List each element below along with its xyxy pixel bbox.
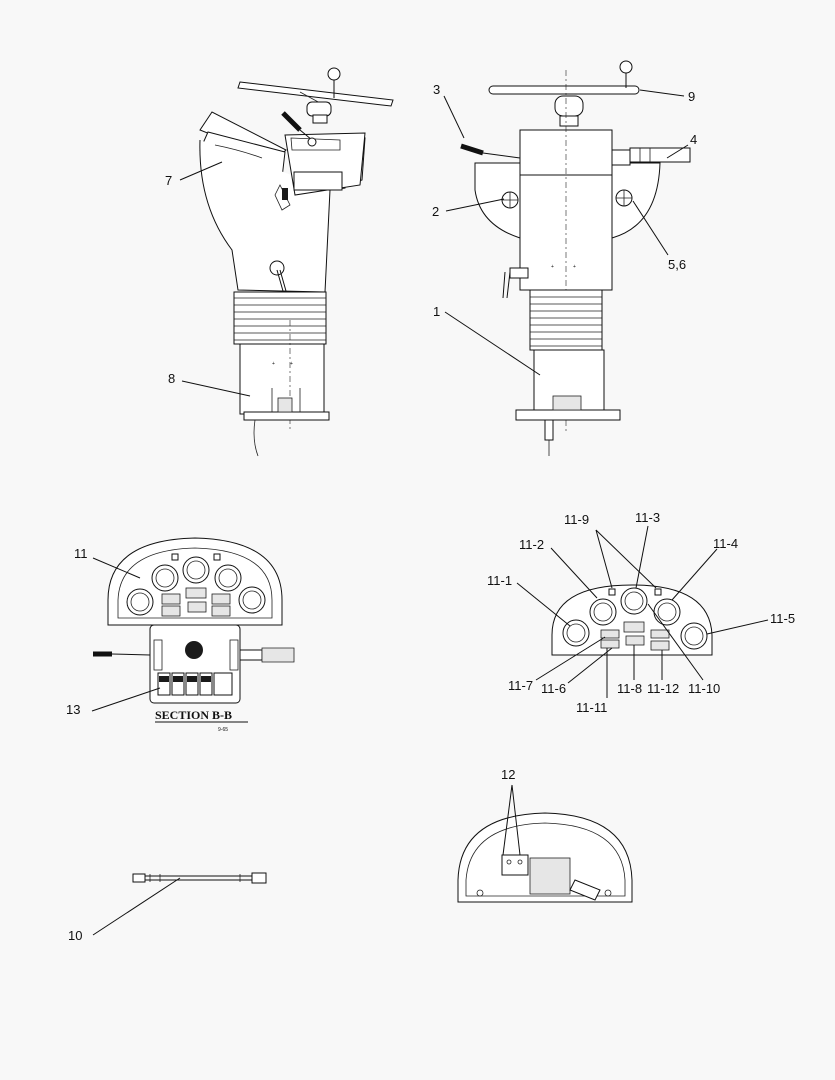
callout-11-10: 11-10 <box>688 681 720 696</box>
callout-11-4: 11-4 <box>713 536 738 551</box>
svg-text:+: + <box>290 361 293 367</box>
callout-11-5: 11-5 <box>770 611 795 626</box>
callout-labels: 3 9 4 7 2 5,6 1 8 11 13 10 12 11-9 11-3 … <box>66 82 795 943</box>
callout-8: 8 <box>168 371 175 386</box>
callout-1: 1 <box>433 304 440 319</box>
callout-3: 3 <box>433 82 440 97</box>
callout-11-1: 11-1 <box>487 573 512 588</box>
callout-2: 2 <box>432 204 439 219</box>
callout-11-7: 11-7 <box>508 678 533 693</box>
callout-12: 12 <box>501 767 515 782</box>
section-ref: 9-65 <box>218 727 228 733</box>
section-title: SECTION B-B <box>155 708 232 722</box>
callout-5-6: 5,6 <box>668 257 686 272</box>
panel-rear-view <box>457 812 633 903</box>
callout-11-9: 11-9 <box>564 512 589 527</box>
callout-11-11: 11-11 <box>576 700 607 715</box>
svg-text:+: + <box>272 361 275 367</box>
cable-harness <box>132 872 267 884</box>
callout-13: 13 <box>66 702 80 717</box>
callout-11-2: 11-2 <box>519 537 544 552</box>
callout-11-8: 11-8 <box>617 681 642 696</box>
callout-11: 11 <box>74 546 88 561</box>
callout-11-3: 11-3 <box>635 510 660 525</box>
callout-9: 9 <box>688 89 695 104</box>
bellows-front <box>529 289 603 351</box>
bellows-left <box>233 291 327 345</box>
console-front-view: + + <box>460 60 691 456</box>
section-bb-view: SECTION B-B 9-65 <box>93 537 295 733</box>
console-side-view: + + <box>199 67 394 457</box>
leader-lines <box>91 89 769 936</box>
callout-10: 10 <box>68 928 82 943</box>
callout-11-12: 11-12 <box>647 681 679 696</box>
callout-4: 4 <box>690 132 697 147</box>
callout-11-6: 11-6 <box>541 681 566 696</box>
callout-7: 7 <box>165 173 172 188</box>
svg-text:+: + <box>573 264 576 270</box>
svg-text:+: + <box>551 264 554 270</box>
instrument-panel-detail <box>551 584 713 656</box>
